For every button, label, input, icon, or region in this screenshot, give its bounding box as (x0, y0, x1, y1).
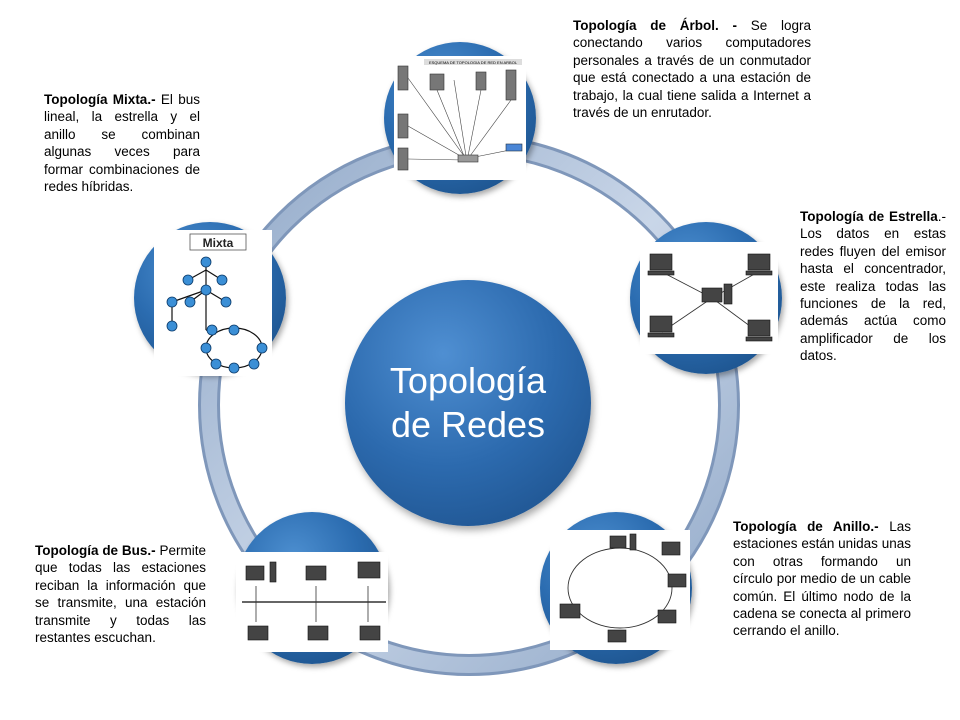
estrella-description: Topología de Estrella.- Los datos en est… (800, 208, 946, 365)
estrella-body: .- Los datos en estas redes fluyen del e… (800, 209, 946, 364)
mixta-image-label: Mixta (203, 236, 234, 250)
anillo-title: Topología de Anillo.- (733, 519, 879, 534)
bus-description: Topología de Bus.- Permite que todas las… (35, 542, 206, 646)
node-estrella (630, 222, 782, 374)
mixta-diagram-image: Mixta (154, 230, 272, 376)
bus-diagram-image (236, 552, 388, 652)
node-mixta: Mixta (134, 222, 286, 376)
node-anillo (540, 512, 692, 664)
estrella-title: Topología de Estrella (800, 209, 938, 224)
anillo-diagram-image (550, 530, 690, 650)
bus-title: Topología de Bus.- (35, 543, 156, 558)
estrella-diagram-image (640, 242, 778, 354)
anillo-description: Topología de Anillo.- Las estaciones est… (733, 518, 911, 640)
mixta-body: El bus lineal, la estrella y el anillo s… (44, 92, 200, 195)
mixta-description: Topología Mixta.- El bus lineal, la estr… (44, 91, 200, 195)
arbol-body: Se logra conectando varios computadores … (573, 18, 811, 121)
arbol-diagram-image: ESQUEMA DE TOPOLOGIA DE RED EN ARBOL (394, 56, 526, 180)
arbol-title: Topología de Árbol. - (573, 18, 737, 33)
center-title-line1: Topología (389, 360, 547, 401)
arbol-image-heading: ESQUEMA DE TOPOLOGIA DE RED EN ARBOL (429, 60, 518, 65)
arbol-description: Topología de Árbol. - Se logra conectand… (573, 17, 811, 121)
node-arbol: ESQUEMA DE TOPOLOGIA DE RED EN ARBOL (384, 42, 536, 194)
node-bus (236, 512, 388, 664)
mixta-title: Topología Mixta.- (44, 92, 156, 107)
bus-body: Permite que todas las estaciones reciban… (35, 543, 206, 646)
center-title-circle: Topología de Redes (345, 280, 591, 526)
anillo-body: Las estaciones están unidas unas con otr… (733, 519, 911, 639)
center-title-line2: de Redes (390, 404, 546, 445)
